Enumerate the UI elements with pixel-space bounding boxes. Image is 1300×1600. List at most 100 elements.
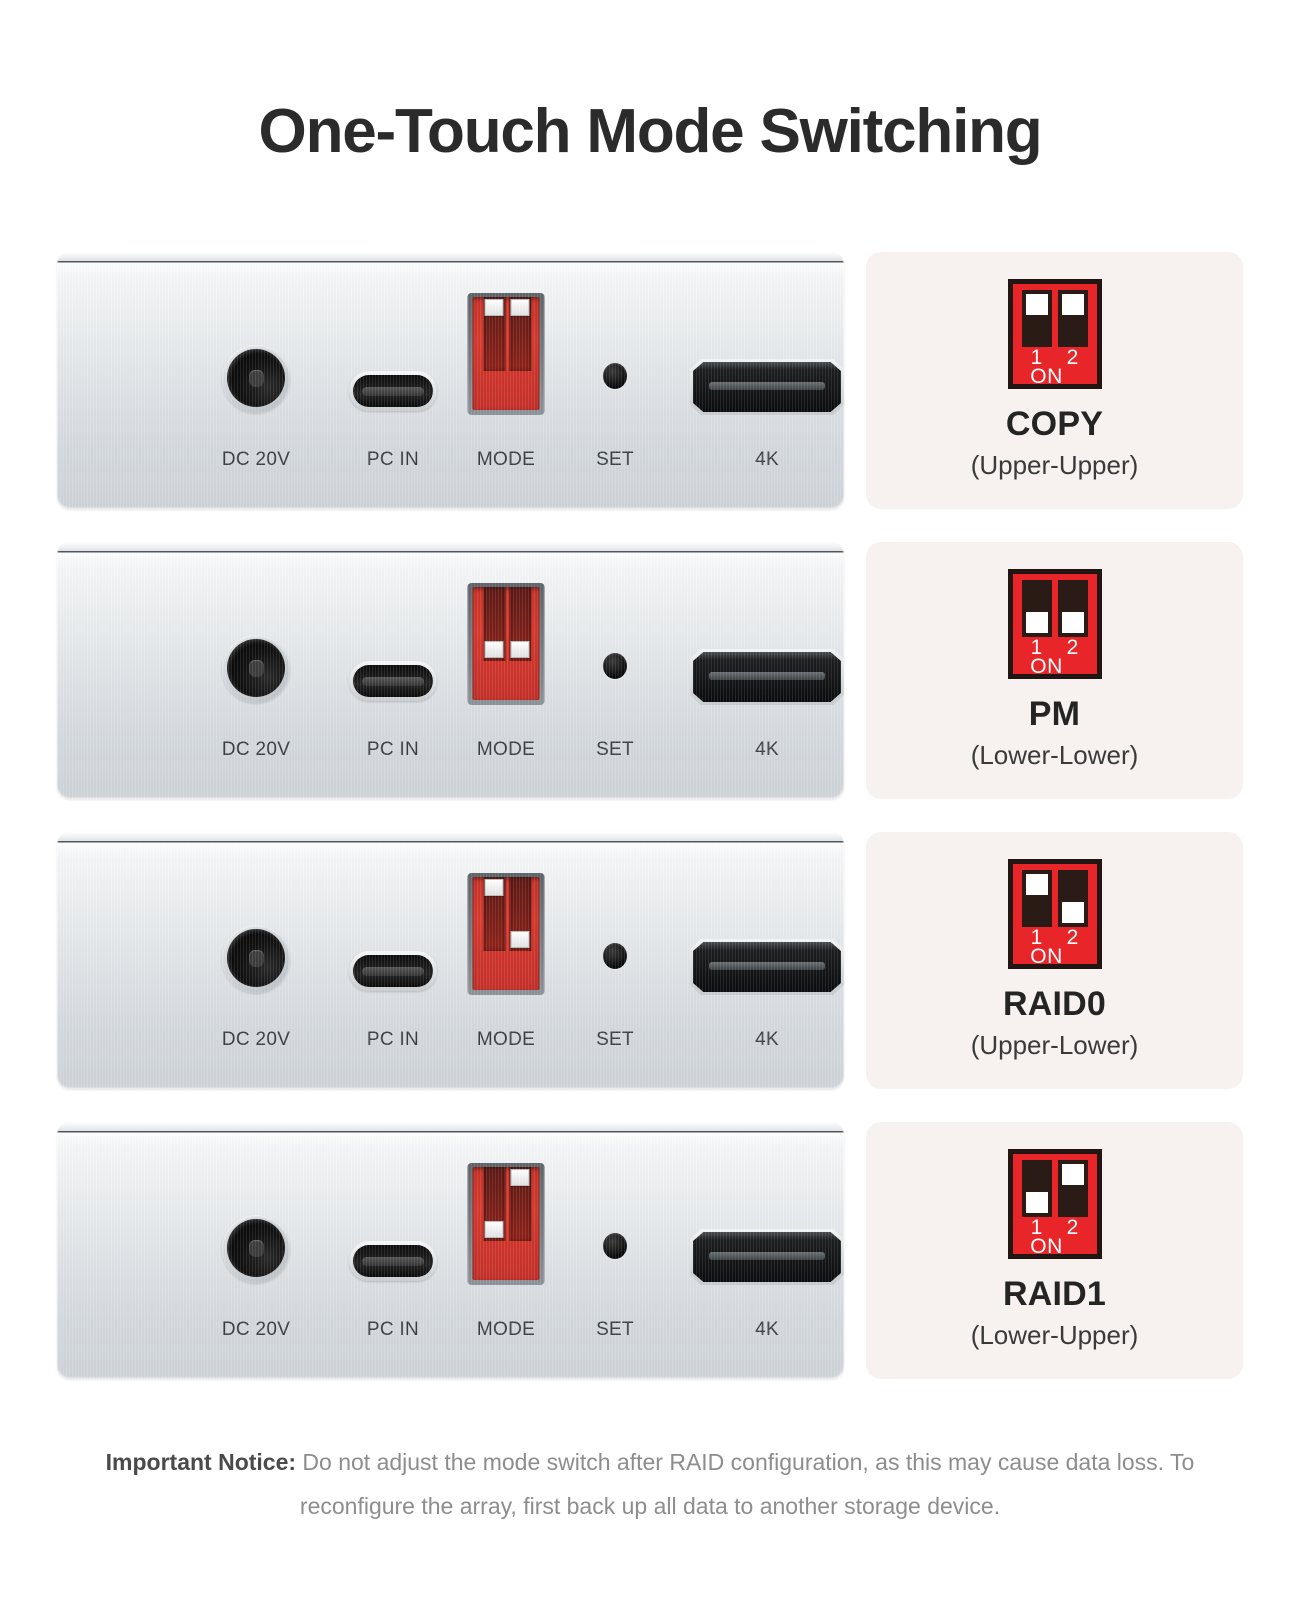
set-pinhole-button-icon[interactable] xyxy=(603,943,627,969)
port-label: DC 20V xyxy=(221,449,291,470)
port-label: 4K xyxy=(755,449,779,470)
port-4k: 4K xyxy=(673,263,844,509)
dip-number-1: 1 xyxy=(1030,1216,1043,1239)
port-4k: 4K xyxy=(673,1133,844,1379)
dip-number-1: 1 xyxy=(1030,346,1043,369)
dip-on-label: ON xyxy=(1030,1235,1063,1258)
port-mode: MODE xyxy=(451,553,561,799)
dip-number-2: 2 xyxy=(1066,346,1079,369)
dip-on-label: ON xyxy=(1030,655,1063,678)
port-label: SET xyxy=(596,1029,634,1050)
dip-on-label: ON xyxy=(1030,365,1063,388)
hdmi-port-icon xyxy=(690,939,844,995)
port-label: PC IN xyxy=(366,739,420,760)
set-pinhole-button-icon[interactable] xyxy=(603,653,627,679)
mode-dip-switch-icon[interactable] xyxy=(467,293,545,415)
dip-channel-2 xyxy=(1057,870,1088,927)
dip-channel-2 xyxy=(1057,1160,1088,1217)
mode-name: PM xyxy=(1028,695,1081,733)
dc-barrel-jack-icon xyxy=(222,925,290,993)
port-label: 4K xyxy=(755,1319,779,1340)
dip-tab-1 xyxy=(1025,294,1048,315)
hdmi-port-icon xyxy=(690,359,844,415)
hdmi-port-icon xyxy=(690,649,844,705)
mode-switch-tab-1[interactable] xyxy=(484,641,504,658)
port-dc-20v: DC 20V xyxy=(173,263,339,509)
dip-tab-2 xyxy=(1061,612,1084,633)
dip-channel-1 xyxy=(1021,580,1052,637)
port-label: SET xyxy=(596,1319,634,1340)
mode-switch-tab-2[interactable] xyxy=(510,931,530,948)
port-mode: MODE xyxy=(451,843,561,1089)
port-label: DC 20V xyxy=(221,739,291,760)
notice-label: Important Notice: xyxy=(105,1449,297,1475)
mode-switch-tab-2[interactable] xyxy=(510,1169,530,1186)
set-pinhole-button-icon[interactable] xyxy=(603,1233,627,1259)
page-title: One-Touch Mode Switching xyxy=(258,97,1043,166)
mode-position: (Upper-Upper) xyxy=(970,450,1139,480)
mode-name: COPY xyxy=(1005,405,1104,443)
dip-tab-2 xyxy=(1061,1164,1084,1185)
port-label: DC 20V xyxy=(221,1029,291,1050)
dip-channel-1 xyxy=(1021,290,1052,347)
port-4k: 4K xyxy=(673,553,844,799)
port-set: SET xyxy=(565,843,665,1089)
dip-channel-2 xyxy=(1057,580,1088,637)
mode-switch-tab-1[interactable] xyxy=(484,879,504,896)
usb-c-port-icon xyxy=(349,1241,437,1281)
port-pc-in: PC IN xyxy=(323,843,463,1089)
dip-number-2: 2 xyxy=(1066,636,1079,659)
mode-switch-tab-1[interactable] xyxy=(484,1221,504,1238)
dip-tab-1 xyxy=(1025,874,1048,895)
mode-position: (Lower-Upper) xyxy=(970,1320,1139,1350)
dip-number-2: 2 xyxy=(1066,926,1079,949)
port-pc-in: PC IN xyxy=(323,1133,463,1379)
port-set: SET xyxy=(565,1133,665,1379)
port-dc-20v: DC 20V xyxy=(173,1133,339,1379)
port-mode: MODE xyxy=(451,263,561,509)
dc-barrel-jack-icon xyxy=(222,345,290,413)
mode-dip-switch-icon[interactable] xyxy=(467,1163,545,1285)
dip-number-1: 1 xyxy=(1030,926,1043,949)
port-label: DC 20V xyxy=(221,1319,291,1340)
usb-c-port-icon xyxy=(349,951,437,991)
hdmi-port-icon xyxy=(690,1229,844,1285)
mode-position: (Lower-Lower) xyxy=(970,740,1139,770)
dip-tab-1 xyxy=(1025,612,1048,633)
mode-dip-switch-icon[interactable] xyxy=(467,873,545,995)
dip-on-label: ON xyxy=(1030,945,1063,968)
mode-switch-tab-1[interactable] xyxy=(484,299,504,316)
port-label: SET xyxy=(596,449,634,470)
mode-switch-tab-2[interactable] xyxy=(510,641,530,658)
mode-switch-tab-2[interactable] xyxy=(510,299,530,316)
port-label: MODE xyxy=(476,1029,536,1050)
mode-position: (Upper-Lower) xyxy=(970,1030,1139,1060)
dip-number-1: 1 xyxy=(1030,636,1043,659)
port-set: SET xyxy=(565,553,665,799)
port-pc-in: PC IN xyxy=(323,263,463,509)
port-dc-20v: DC 20V xyxy=(173,553,339,799)
port-pc-in: PC IN xyxy=(323,553,463,799)
mode-name: RAID1 xyxy=(1002,1275,1107,1313)
port-label: MODE xyxy=(476,739,536,760)
set-pinhole-button-icon[interactable] xyxy=(603,363,627,389)
important-notice: Important Notice: Do not adjust the mode… xyxy=(60,1440,1240,1528)
mode-dip-switch-icon[interactable] xyxy=(467,583,545,705)
dip-channel-1 xyxy=(1021,870,1052,927)
